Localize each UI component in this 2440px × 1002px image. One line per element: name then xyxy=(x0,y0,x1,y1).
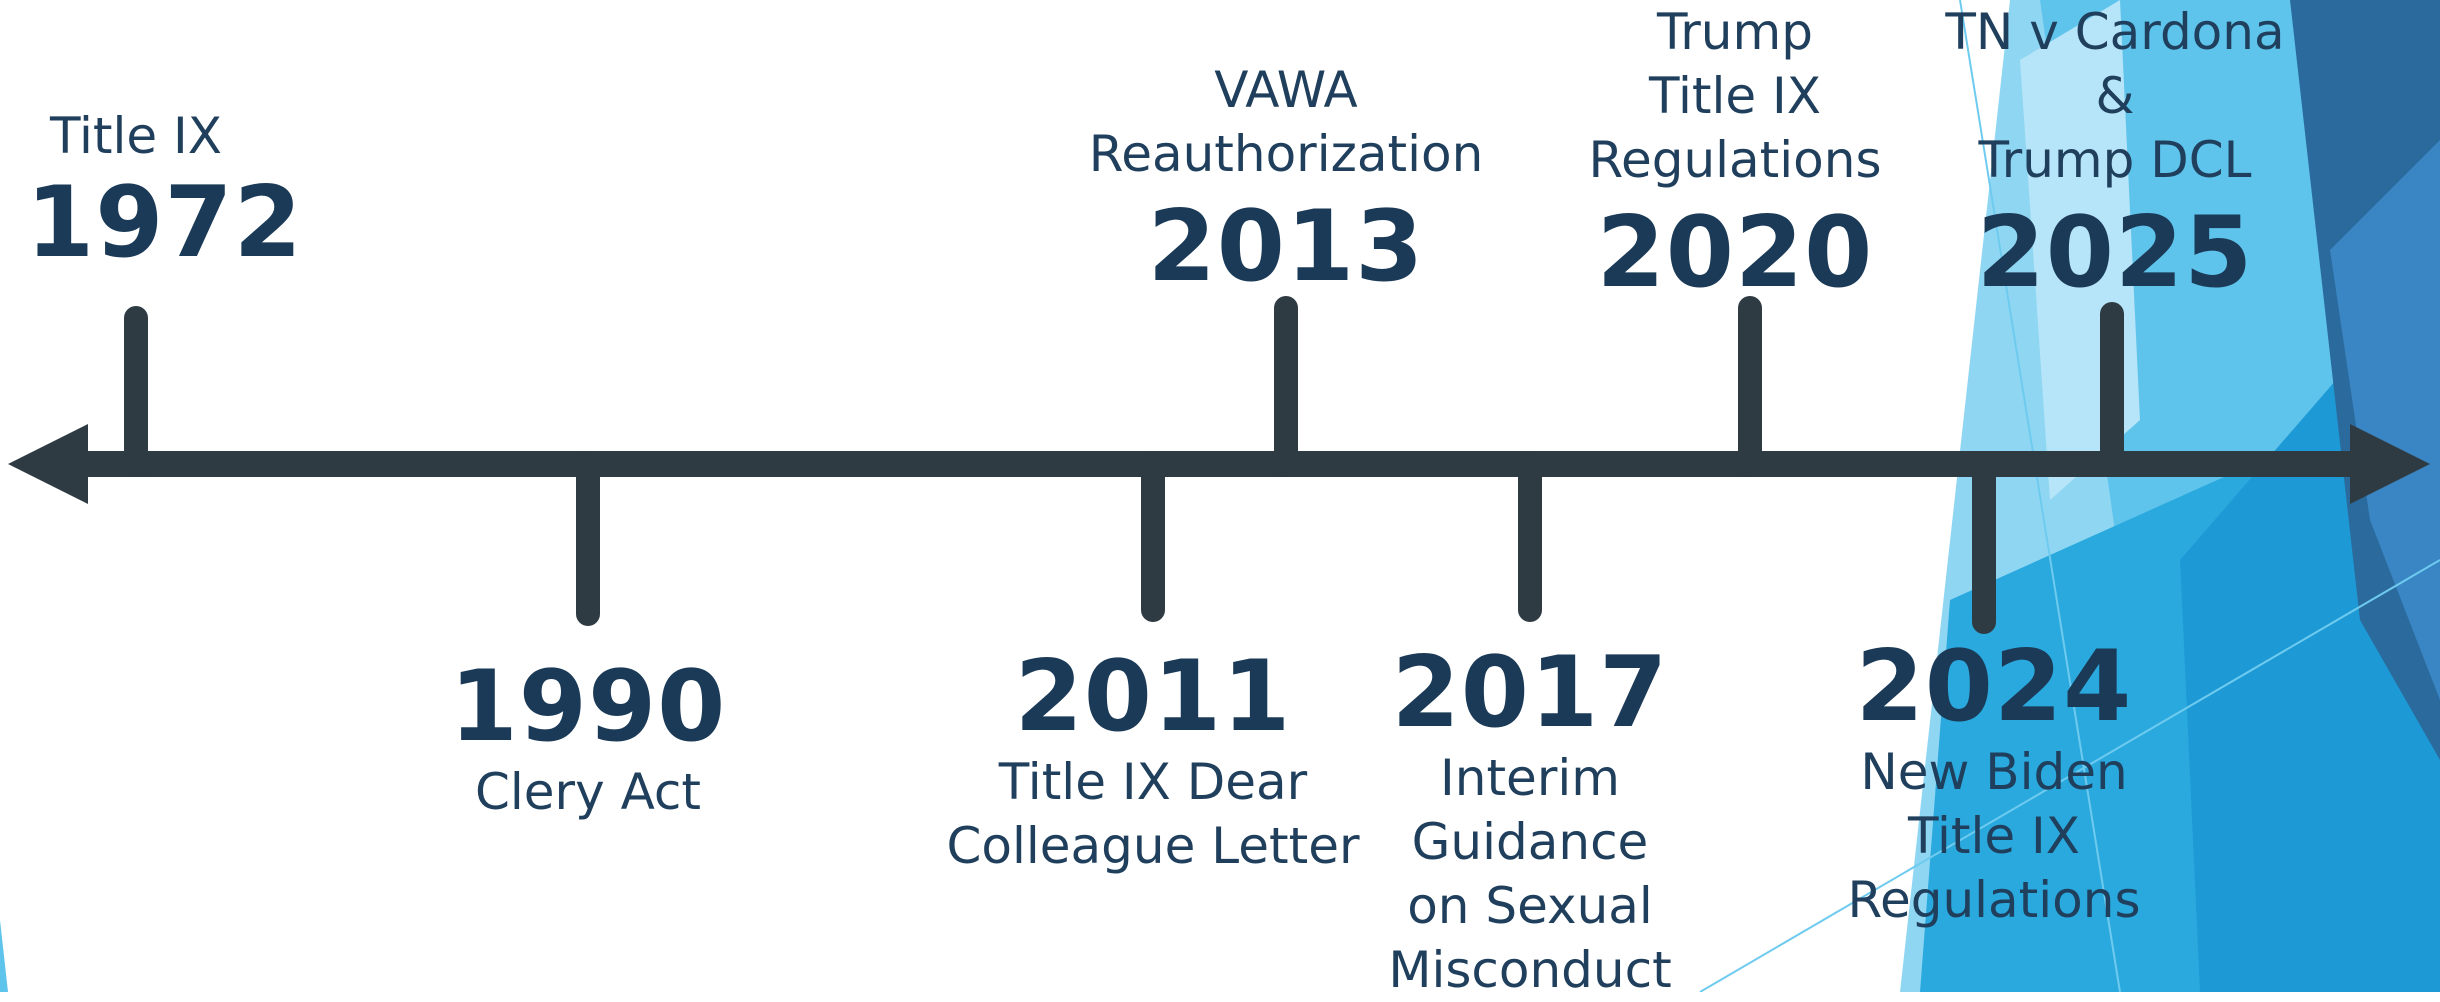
event-label-line: Title IX Dear xyxy=(998,753,1308,811)
event-2013: VAWA Reauthorization 2013 xyxy=(1066,58,1506,296)
event-label-line: Title IX xyxy=(49,107,223,165)
event-label-line: Guidance xyxy=(1411,813,1649,871)
facet-thin-line-2 xyxy=(1699,559,2440,992)
event-2024: 2024 New Biden Title IX Regulations xyxy=(1844,638,2144,932)
event-label-line: TN v Cardona xyxy=(1945,3,2285,61)
event-2011: 2011 Title IX Dear Colleague Letter xyxy=(933,648,1373,878)
event-2025: TN v Cardona & Trump DCL 2025 xyxy=(1935,0,2295,302)
event-label-line: Clery Act xyxy=(474,763,702,821)
event-year: 2024 xyxy=(1855,630,2133,744)
event-label-line: New Biden xyxy=(1860,743,2128,801)
event-label-line: Trump xyxy=(1657,3,1813,61)
event-label-line: & xyxy=(2095,67,2135,125)
event-2017: 2017 Interim Guidance on Sexual Miscondu… xyxy=(1380,644,1680,1002)
event-label-line: Regulations xyxy=(1588,131,1882,189)
event-year: 2025 xyxy=(1976,196,2254,310)
event-label-line: Reauthorization xyxy=(1088,125,1484,183)
facet-steel-blue xyxy=(2330,140,2440,700)
timeline-arrow-left xyxy=(8,424,88,504)
event-label-line: Trump DCL xyxy=(1978,131,2252,189)
event-year: 2020 xyxy=(1596,196,1874,310)
facet-left-edge xyxy=(0,920,8,992)
event-year: 2013 xyxy=(1147,190,1425,304)
event-year: 1972 xyxy=(26,166,303,280)
event-label-line: Colleague Letter xyxy=(946,817,1360,875)
event-label-line: Title IX xyxy=(1907,807,2081,865)
event-label-line: Title IX xyxy=(1648,67,1822,125)
event-year: 1990 xyxy=(449,650,727,764)
timeline-arrow-right xyxy=(2350,424,2430,504)
event-label-line: on Sexual xyxy=(1407,877,1653,935)
event-1972: Title IX 1972 xyxy=(26,104,303,280)
event-2020: Trump Title IX Regulations 2020 xyxy=(1575,0,1895,302)
event-label-line: Misconduct xyxy=(1388,941,1672,999)
event-1990: 1990 Clery Act xyxy=(448,658,728,824)
facet-thin-line-1 xyxy=(1959,0,2121,992)
event-label-line: Regulations xyxy=(1847,871,2141,929)
event-label-line: VAWA xyxy=(1214,61,1358,119)
event-label-line: Interim xyxy=(1440,749,1620,807)
event-year: 2017 xyxy=(1391,636,1669,750)
event-year: 2011 xyxy=(1014,640,1292,754)
